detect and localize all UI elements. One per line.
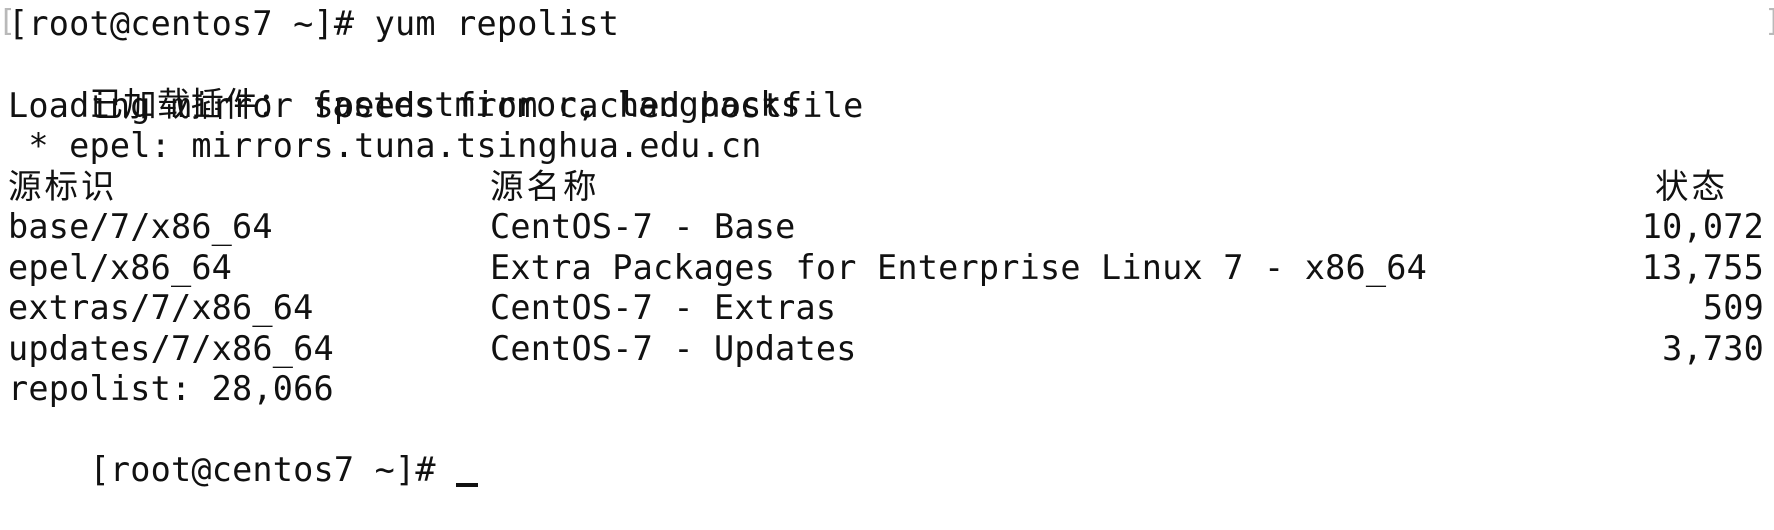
plugins-text: 已加载插件： fastestmirror, langpacks — [89, 85, 801, 124]
repo-id: updates/7/x86_64 — [8, 329, 334, 368]
repo-name: CentOS-7 - Extras — [490, 288, 837, 327]
repo-name: CentOS-7 - Base — [490, 207, 796, 246]
repolist-summary: repolist: 28,066 — [8, 369, 334, 408]
repo-status: 10,072 — [1641, 207, 1764, 246]
plugins-line: 已加载插件： fastestmirror, langpacks — [8, 45, 801, 124]
mirror-line: * epel: mirrors.tuna.tsinghua.edu.cn — [8, 126, 762, 165]
window-edge-left: [ — [0, 2, 16, 42]
command-line: [root@centos7 ~]# yum repolist — [8, 4, 620, 43]
repo-id: base/7/x86_64 — [8, 207, 273, 246]
window-edge-right: ] — [1764, 2, 1774, 42]
header-status: 状态 — [1655, 167, 1728, 206]
terminal-window[interactable]: [ ] [root@centos7 ~]# yum repolist 已加载插件… — [0, 0, 1774, 514]
text-cursor — [456, 483, 479, 487]
repo-status: 13,755 — [1641, 248, 1764, 287]
repo-id: extras/7/x86_64 — [8, 288, 314, 327]
header-repo-name: 源名称 — [490, 167, 600, 206]
repo-status: 3,730 — [1662, 329, 1764, 368]
repo-name: Extra Packages for Enterprise Linux 7 - … — [490, 248, 1427, 287]
loading-line: Loading mirror speeds from cached hostfi… — [8, 86, 864, 125]
repo-status: 509 — [1702, 288, 1764, 327]
prompt-text: [root@centos7 ~]# — [89, 450, 457, 489]
header-repo-id: 源标识 — [8, 167, 118, 206]
shell-prompt[interactable]: [root@centos7 ~]# — [8, 410, 479, 489]
repo-name: CentOS-7 - Updates — [490, 329, 857, 368]
repo-id: epel/x86_64 — [8, 248, 233, 287]
